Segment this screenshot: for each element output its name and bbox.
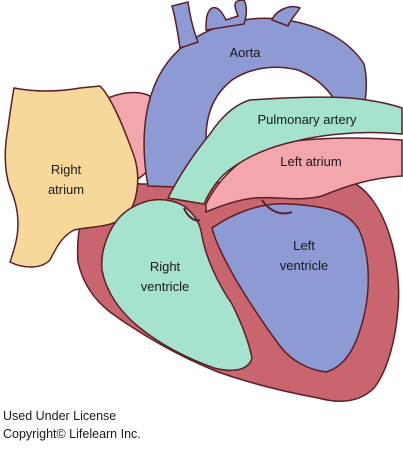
- label-left-ventricle-line2: ventricle: [280, 258, 328, 273]
- right-atrium: [4, 85, 139, 268]
- label-left-ventricle-line1: Left: [293, 238, 315, 253]
- aorta-branch-right: [271, 6, 302, 27]
- pulmonary-artery: [166, 96, 403, 205]
- label-pulmonary-artery: Pulmonary artery: [258, 112, 357, 127]
- label-left-atrium: Left atrium: [280, 154, 341, 169]
- valve-flap-left: [261, 199, 293, 215]
- label-right-atrium-line2: atrium: [48, 182, 84, 197]
- left-ventricle: [211, 203, 369, 373]
- valve-flap-right: [183, 207, 201, 222]
- label-aorta: Aorta: [229, 45, 261, 60]
- label-right-ventricle-line2: ventricle: [141, 279, 189, 294]
- copyright-credit-line: Copyright© Lifelearn Inc.: [3, 427, 141, 441]
- license-credit-line: Used Under License: [3, 409, 117, 423]
- aorta-branch-left: [171, 1, 199, 49]
- label-right-ventricle-line1: Right: [150, 259, 181, 274]
- right-ventricle: [101, 198, 253, 372]
- label-right-atrium-line1: Right: [51, 162, 82, 177]
- aorta-branch-middle: [205, 0, 248, 31]
